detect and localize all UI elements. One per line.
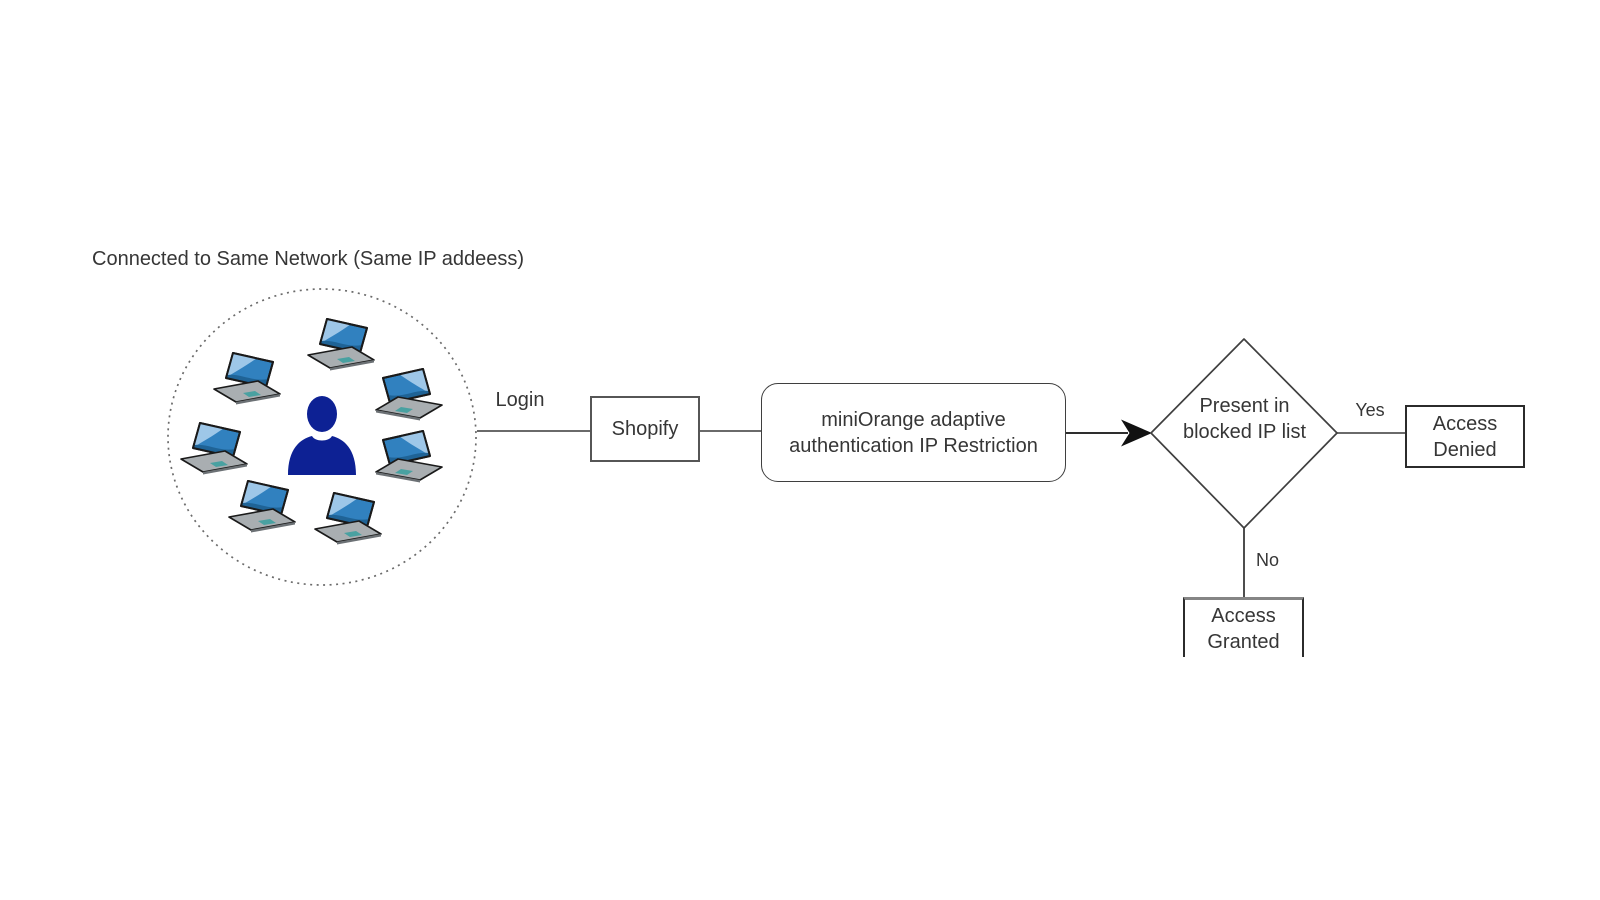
- decision-diamond: [1150, 338, 1338, 529]
- network-caption: Connected to Same Network (Same IP addee…: [92, 248, 525, 270]
- edge-label-login: Login: [495, 389, 545, 411]
- node-access-granted: Access Granted: [1183, 597, 1304, 657]
- node-shopify: Shopify: [590, 396, 700, 462]
- node-adaptive-auth: miniOrange adaptive authentication IP Re…: [761, 383, 1066, 482]
- node-access-denied: Access Denied: [1405, 405, 1525, 468]
- node-adaptive-auth-label: miniOrange adaptive authentication IP Re…: [789, 408, 1038, 457]
- node-shopify-label: Shopify: [611, 418, 679, 440]
- node-access-denied-label: Access Denied: [1432, 412, 1498, 461]
- node-access-granted-label: Access Granted: [1207, 605, 1280, 653]
- edge-label-yes: Yes: [1355, 400, 1385, 420]
- arrowhead-icon: [1121, 419, 1152, 447]
- edge-label-no: No: [1256, 550, 1280, 570]
- user-icon: [288, 396, 356, 475]
- node-decision-label: Present in blocked IP list: [1182, 395, 1307, 443]
